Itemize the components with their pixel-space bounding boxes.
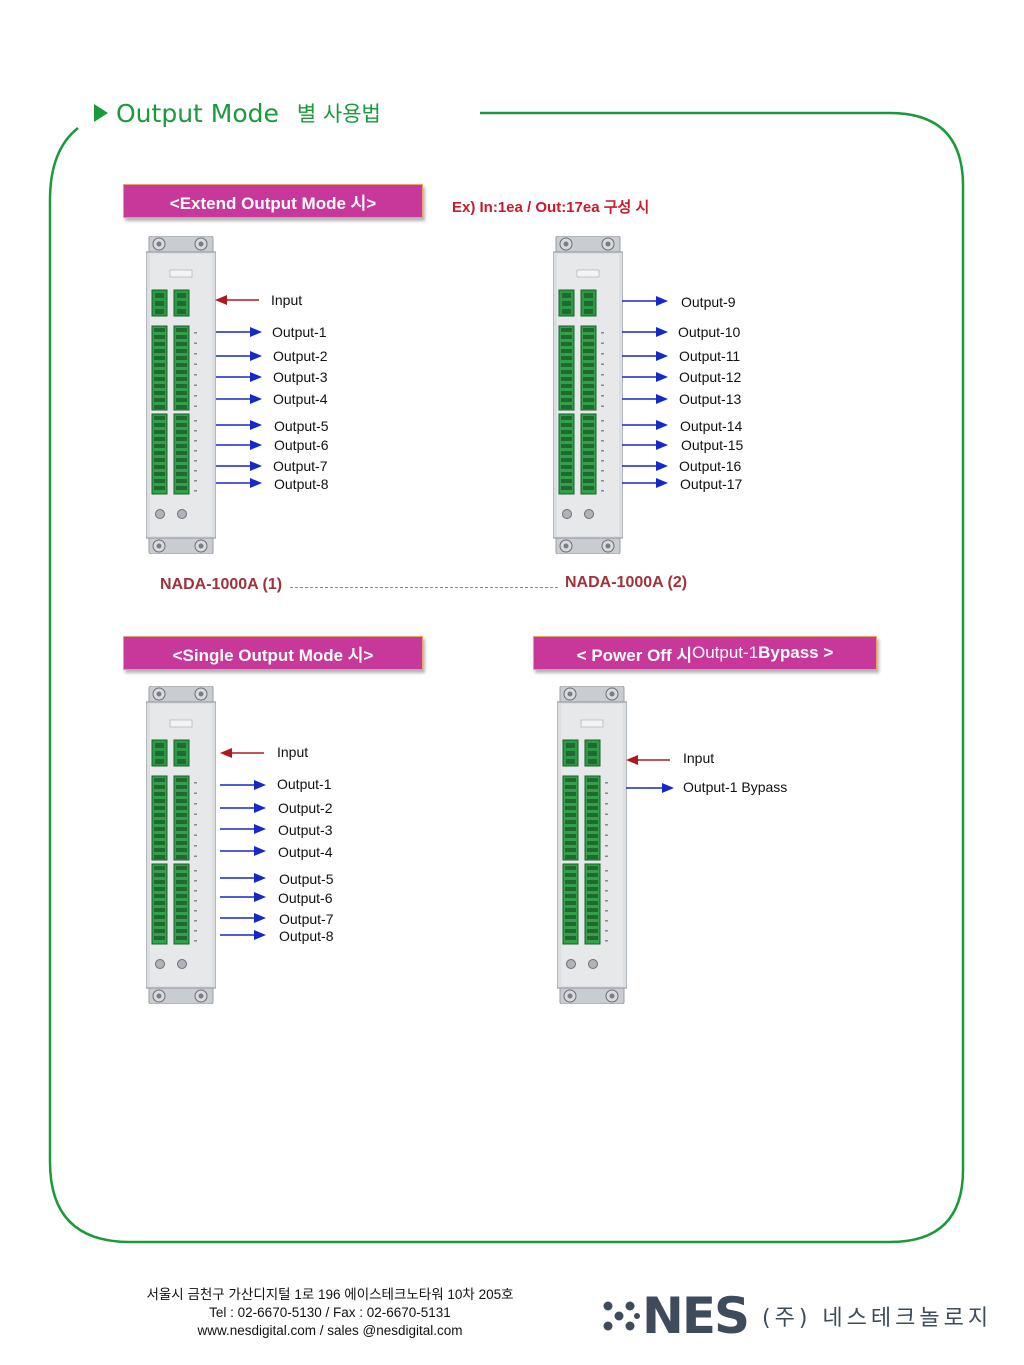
output-arrow-icon — [216, 476, 262, 490]
footer-address: 서울시 금천구 가산디지털 1로 196 에이스테크노타워 10차 205호 — [146, 1287, 514, 1302]
output-arrow-icon — [622, 476, 668, 490]
single-output-label: Output-7 — [279, 911, 334, 927]
logo-wordmark: NES — [642, 1287, 750, 1345]
output-arrow-icon — [216, 349, 262, 363]
title-subtitle: 별 사용법 — [296, 102, 381, 126]
input-arrow-icon — [220, 746, 264, 760]
single-input-label: Input — [277, 744, 309, 760]
ext2-output-label: Output-17 — [680, 476, 743, 492]
module-card-single — [145, 685, 217, 1009]
output-arrow-icon — [622, 438, 668, 452]
single-mode-badge: <Single Output Mode 시> — [123, 636, 423, 670]
input-arrow-icon — [626, 753, 670, 767]
output-arrow-icon — [622, 325, 668, 339]
triangle-bullet-icon — [94, 104, 108, 122]
bypass-arrow-icon — [626, 781, 674, 795]
page-title: Output Mode 별 사용법 — [94, 96, 381, 130]
module-card-extend-2 — [552, 235, 624, 559]
extend-mode-badge: <Extend Output Mode 시> — [123, 184, 423, 218]
output-arrow-icon — [622, 349, 668, 363]
ext1-output-label: Output-4 — [273, 391, 328, 407]
output-arrow-icon — [220, 844, 266, 858]
logo-dots-icon — [600, 1296, 640, 1336]
output-arrow-icon — [220, 928, 266, 942]
ext1-output-label: Output-7 — [273, 458, 328, 474]
power-off-label-middle: Output-1 — [692, 643, 759, 662]
output-arrow-icon — [216, 392, 262, 406]
ext1-output-label: Output-3 — [273, 369, 328, 385]
module-card-extend-1 — [145, 235, 217, 559]
ext1-output-label: Output-8 — [274, 476, 329, 492]
ext2-output-label: Output-15 — [681, 437, 744, 453]
power-off-badge: < Power Off 시 Output-1 Bypass > — [533, 636, 877, 670]
output-arrow-icon — [220, 890, 266, 904]
ext1-output-label: Output-1 — [272, 324, 327, 340]
footer-contact: 서울시 금천구 가산디지털 1로 196 에이스테크노타워 10차 205호 T… — [80, 1286, 580, 1340]
power-off-label-prefix: < Power Off 시 — [576, 645, 692, 665]
poweroff-input-label: Input — [683, 750, 715, 766]
ext2-output-label: Output-16 — [679, 458, 742, 474]
output-arrow-icon — [622, 392, 668, 406]
title-main: Output Mode — [116, 98, 279, 128]
company-name: (주) 네스테크놀로지 — [762, 1306, 993, 1331]
output-arrow-icon — [220, 911, 266, 925]
output-arrow-icon — [216, 325, 262, 339]
ext2-output-label: Output-11 — [679, 348, 741, 364]
single-output-label: Output-8 — [279, 928, 334, 944]
extend-example-note: Ex) In:1ea / Out:17ea 구성 시 — [452, 199, 650, 216]
module-card-power-off — [556, 685, 628, 1009]
output-arrow-icon — [216, 418, 262, 432]
output-arrow-icon — [220, 801, 266, 815]
module-2-name: NADA-1000A (2) — [565, 574, 688, 591]
poweroff-bypass-label: Output-1 Bypass — [683, 779, 788, 795]
ext1-output-label: Output-6 — [274, 437, 329, 453]
output-arrow-icon — [622, 294, 668, 308]
output-arrow-icon — [220, 778, 266, 792]
output-arrow-icon — [622, 370, 668, 384]
module-link-dashed-line — [290, 587, 558, 588]
output-arrow-icon — [220, 822, 266, 836]
single-output-label: Output-3 — [278, 822, 333, 838]
single-output-label: Output-5 — [279, 871, 334, 887]
output-arrow-icon — [216, 438, 262, 452]
output-arrow-icon — [622, 459, 668, 473]
ext2-output-label: Output-13 — [679, 391, 742, 407]
single-output-label: Output-2 — [278, 800, 333, 816]
footer-phone: Tel : 02-6670-5130 / Fax : 02-6670-5131 — [209, 1305, 451, 1320]
output-arrow-icon — [216, 459, 262, 473]
power-off-label-suffix: Bypass > — [758, 643, 834, 662]
ext1-input-label: Input — [271, 292, 303, 308]
ext2-output-label: Output-9 — [681, 294, 736, 310]
ext1-output-label: Output-5 — [274, 418, 329, 434]
single-output-label: Output-4 — [278, 844, 333, 860]
company-logo: NES (주) 네스테크놀로지 — [600, 1290, 992, 1342]
single-output-label: Output-6 — [278, 890, 333, 906]
footer-web: www.nesdigital.com / sales @nesdigital.c… — [197, 1323, 463, 1338]
ext1-output-label: Output-2 — [273, 348, 328, 364]
output-arrow-icon — [622, 418, 668, 432]
input-arrow-icon — [215, 293, 259, 307]
ext2-output-label: Output-10 — [678, 324, 741, 340]
output-arrow-icon — [216, 370, 262, 384]
output-arrow-icon — [220, 871, 266, 885]
ext2-output-label: Output-12 — [679, 369, 742, 385]
ext2-output-label: Output-14 — [680, 418, 743, 434]
module-1-name: NADA-1000A (1) — [160, 576, 283, 593]
single-output-label: Output-1 — [277, 776, 332, 792]
